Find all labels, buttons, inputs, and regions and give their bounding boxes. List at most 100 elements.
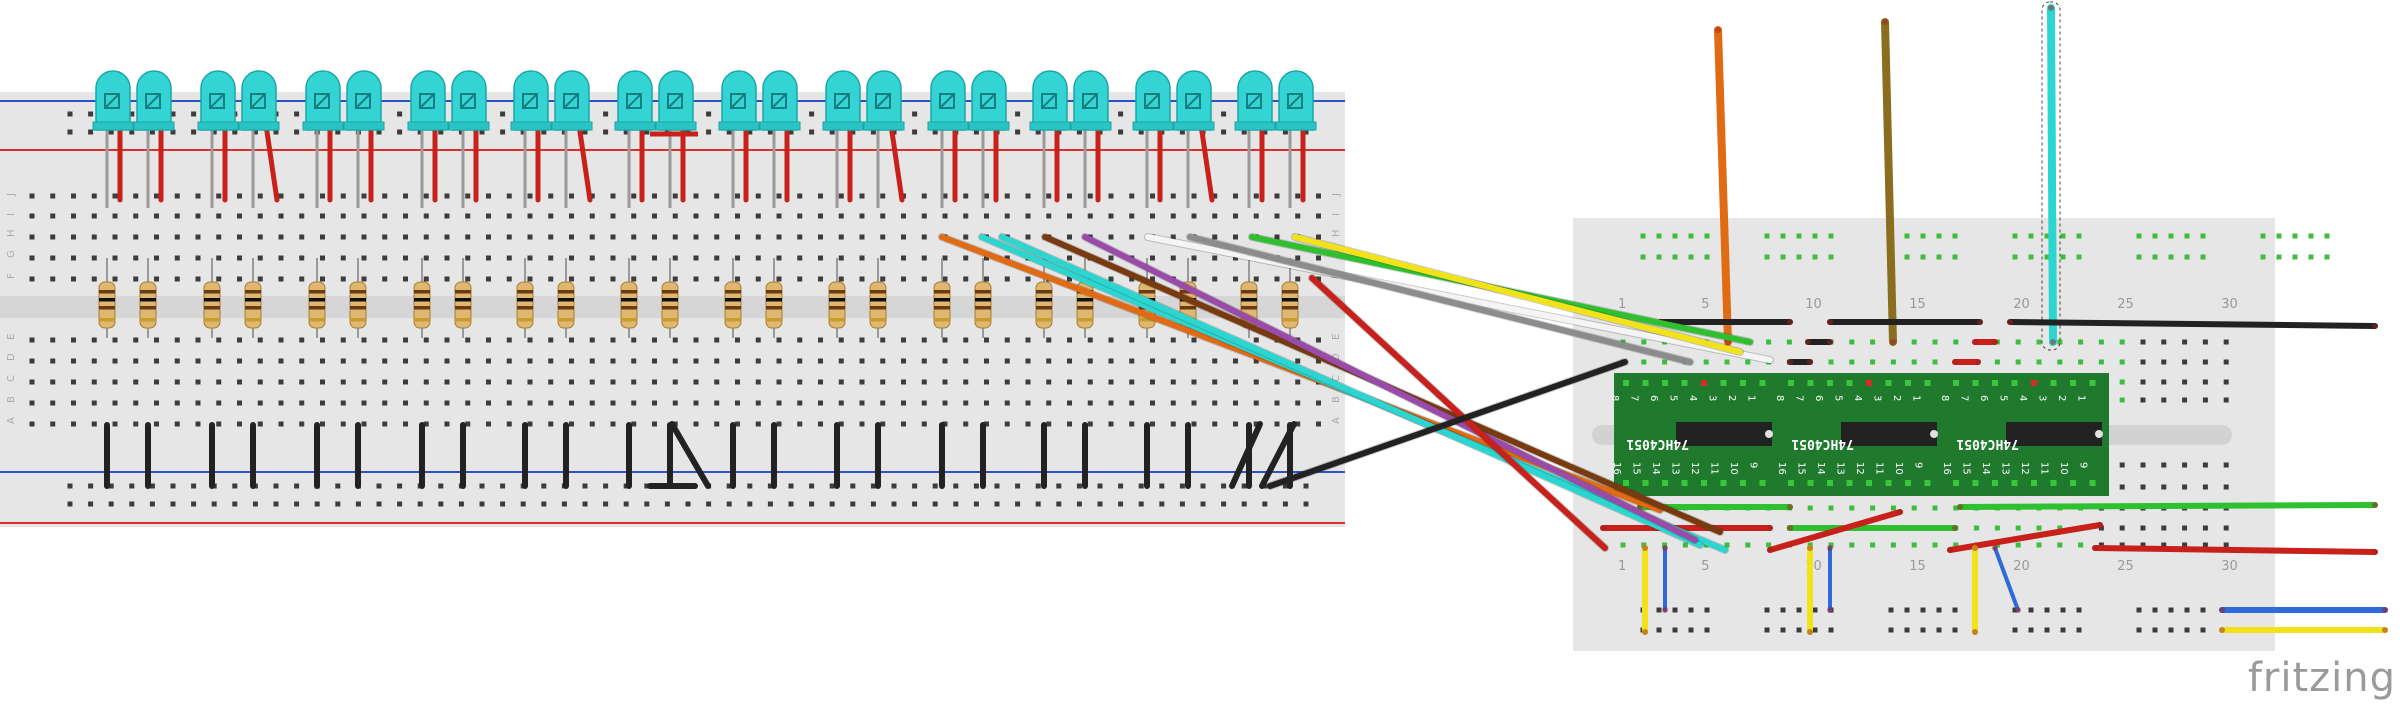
hole <box>2161 542 2167 548</box>
hole <box>278 193 284 199</box>
hole <box>1025 421 1031 427</box>
row-letter-right: I <box>1331 213 1342 216</box>
hole <box>67 483 73 489</box>
resistor-band <box>517 306 533 310</box>
pin-number-top-row: 2 <box>1726 395 1737 401</box>
hole <box>299 234 305 240</box>
hole <box>506 213 512 219</box>
wire-end <box>1787 504 1793 510</box>
hole <box>2182 379 2188 385</box>
hole <box>644 483 650 489</box>
hole <box>71 234 76 240</box>
hole <box>1150 276 1155 282</box>
row-letter-right: C <box>1331 375 1342 382</box>
led-die <box>1082 93 1098 109</box>
wire-end <box>1662 545 1668 551</box>
hole <box>880 358 886 364</box>
hole <box>631 255 637 261</box>
hole <box>1221 483 1227 489</box>
hole <box>1911 542 1917 548</box>
hole <box>963 276 969 282</box>
hole <box>1108 379 1114 385</box>
hole <box>170 483 176 489</box>
resistor-band <box>99 298 115 302</box>
fritzing-logo: fritzing <box>2247 655 2396 701</box>
module-pin <box>1827 480 1833 486</box>
hole <box>444 234 450 240</box>
row-letter-left: A <box>6 417 17 424</box>
hole <box>1295 358 1301 364</box>
hole <box>423 276 429 282</box>
hole <box>2012 627 2018 633</box>
led-12 <box>655 70 697 131</box>
hole <box>71 276 76 282</box>
hole <box>129 111 135 117</box>
wire-end <box>2372 549 2378 555</box>
hole <box>444 358 450 364</box>
resistor-band <box>140 306 156 310</box>
hole <box>403 379 408 385</box>
hole <box>880 337 886 343</box>
module-pin <box>1681 380 1688 386</box>
hole <box>2223 484 2229 490</box>
hole <box>672 193 678 199</box>
module-pin <box>1827 380 1833 386</box>
hole <box>1812 627 1818 633</box>
led-die-line <box>1185 93 1201 109</box>
pin-number-bottom-row: 9 <box>1913 462 1924 468</box>
module-pin <box>1924 380 1931 386</box>
led-16 <box>863 70 905 131</box>
module-pin <box>2050 380 2057 386</box>
hole <box>1129 400 1135 406</box>
hole <box>735 421 740 427</box>
hole <box>232 501 238 507</box>
pin-number-bottom-row: 9 <box>1748 462 1759 468</box>
hole <box>1233 213 1238 219</box>
hole <box>755 234 761 240</box>
column-number-top: 25 <box>2117 297 2134 312</box>
hole <box>1233 379 1238 385</box>
led-flange <box>302 121 344 131</box>
hole <box>1170 234 1176 240</box>
hole <box>216 400 222 406</box>
hole <box>1316 421 1321 427</box>
hole <box>1004 421 1010 427</box>
module-pin <box>1924 480 1931 486</box>
hole <box>1035 129 1041 135</box>
hole <box>963 193 969 199</box>
hole <box>1764 607 1770 613</box>
hole <box>174 379 180 385</box>
hole <box>2182 397 2188 403</box>
hole <box>548 337 554 343</box>
hole <box>1191 358 1197 364</box>
led-8 <box>448 70 490 131</box>
resistor-band <box>140 290 156 294</box>
hole <box>1076 501 1082 507</box>
row-letter-right: B <box>1331 396 1342 403</box>
hole <box>1932 339 1938 345</box>
hole <box>355 501 361 507</box>
hole <box>921 213 927 219</box>
pin-number-bottom-row: 16 <box>1941 462 1952 475</box>
module-pin <box>1953 380 1959 386</box>
hole <box>91 337 97 343</box>
hole <box>361 337 367 343</box>
hole <box>382 193 388 199</box>
hole <box>818 234 823 240</box>
hole <box>1118 501 1124 507</box>
resistor-band <box>350 298 366 302</box>
hole <box>294 129 300 135</box>
hole <box>340 255 346 261</box>
led-flange <box>407 121 449 131</box>
hole <box>382 213 388 219</box>
ground-wires <box>104 422 1293 489</box>
hole <box>942 379 948 385</box>
hole <box>693 276 699 282</box>
hole <box>2012 233 2018 239</box>
hole <box>1828 254 1834 260</box>
hole <box>2119 397 2125 403</box>
led-die <box>1246 93 1262 109</box>
hole <box>859 276 865 282</box>
hole <box>237 421 242 427</box>
